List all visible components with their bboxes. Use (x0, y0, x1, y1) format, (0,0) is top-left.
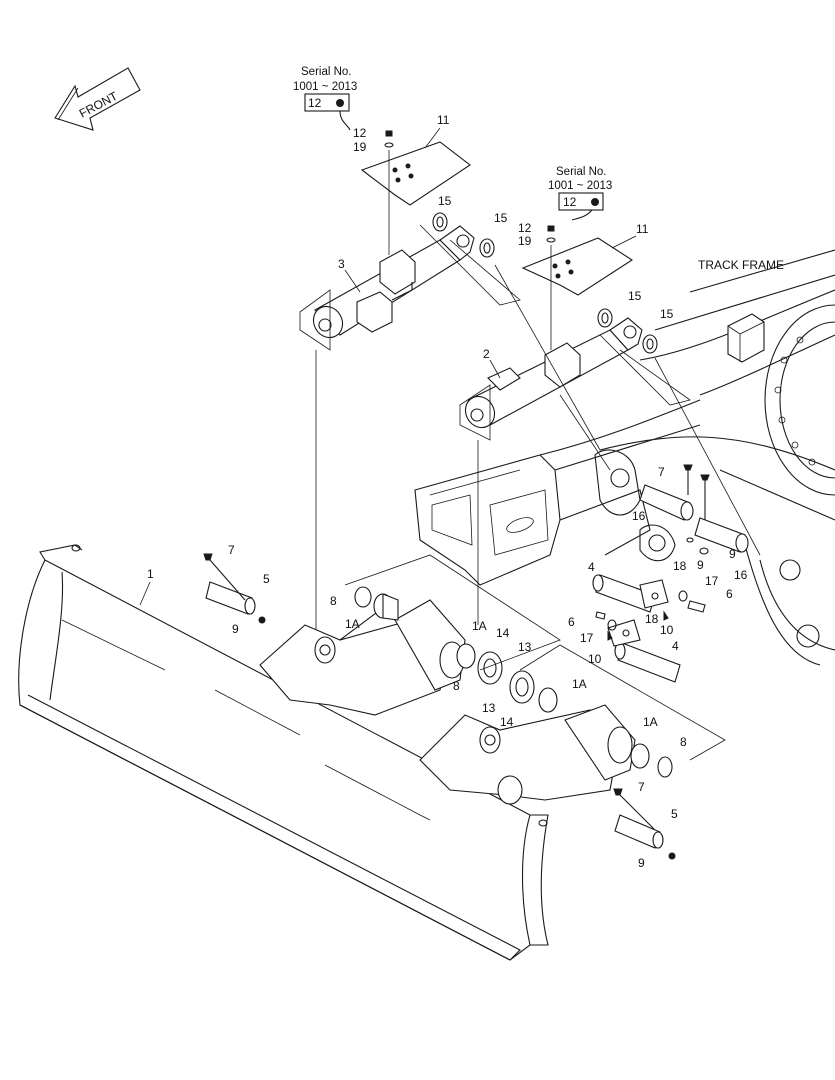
callout-2: 2 (483, 347, 490, 361)
serial-title-2: Serial No. (556, 166, 607, 178)
callouts: 1 2 3 11 11 12 19 12 19 15 15 15 15 7 5 … (139, 113, 748, 870)
callout-1a-d: 1A (643, 715, 658, 729)
bushings-shims (354, 586, 673, 778)
callout-4-b: 4 (672, 639, 679, 653)
serial-part-2: 12 (563, 195, 577, 209)
bolt-12-19-a (384, 130, 394, 255)
callout-6-a: 6 (726, 587, 733, 601)
callout-17-a: 17 (705, 574, 719, 588)
callout-1a-a: 1A (345, 617, 360, 631)
cover-plate-11b (521, 237, 634, 296)
callout-14-b: 14 (500, 715, 514, 729)
track-frame (599, 249, 835, 666)
callout-10-b: 10 (588, 652, 602, 666)
callout-14-a: 14 (496, 626, 510, 640)
serial-range-1: 1001 ~ 2013 (293, 81, 357, 93)
callout-8-a: 8 (330, 594, 337, 608)
serial-part-1: 12 (308, 96, 322, 110)
callout-3: 3 (338, 257, 345, 271)
seal-rings-15 (432, 212, 658, 354)
callout-15-b: 15 (494, 211, 508, 225)
serial-box-2 (558, 192, 604, 211)
pins-5 (203, 553, 676, 860)
bolt-icon (336, 99, 344, 107)
callout-7-a: 7 (228, 543, 235, 557)
frame-mount (414, 399, 701, 586)
callout-17-b: 17 (580, 631, 594, 645)
callout-5-a: 5 (263, 572, 270, 586)
callout-15-d: 15 (660, 307, 674, 321)
callout-12-a: 12 (353, 126, 367, 140)
serial-box-1 (304, 93, 350, 112)
assembly-outlines (344, 554, 726, 761)
callout-7-c: 7 (658, 465, 665, 479)
callout-7-b: 7 (638, 780, 645, 794)
bolt-icon (591, 198, 599, 206)
callout-11-a: 11 (437, 113, 450, 127)
callout-16-a: 16 (632, 509, 646, 523)
leader-lines (299, 224, 761, 640)
callout-9-c: 9 (697, 558, 704, 572)
callout-18-a: 18 (673, 559, 687, 573)
callout-15-c: 15 (628, 289, 642, 303)
hydraulic-cylinder-2 (464, 317, 643, 429)
callout-12-b: 12 (518, 221, 532, 235)
callout-4-a: 4 (588, 560, 595, 574)
callout-13-b: 13 (482, 701, 496, 715)
callout-19-b: 19 (518, 234, 532, 248)
callout-11-b: 11 (636, 222, 649, 236)
bolt-12-19-b (546, 225, 556, 350)
callout-18-b: 18 (645, 612, 659, 626)
front-arrow-icon (54, 67, 141, 131)
callout-1: 1 (147, 567, 154, 581)
hydraulic-cylinder-3 (312, 225, 475, 339)
callout-1a-b: 1A (472, 619, 487, 633)
callout-9-d: 9 (729, 547, 736, 561)
callout-19-a: 19 (353, 140, 367, 154)
push-arm-right (419, 704, 636, 805)
cover-plate-11a (360, 141, 471, 206)
dozer-blade (18, 544, 549, 961)
track-frame-label: TRACK FRAME (698, 258, 784, 272)
callout-15-a: 15 (438, 194, 452, 208)
serial-title-1: Serial No. (301, 66, 352, 78)
callout-6-b: 6 (568, 615, 575, 629)
callout-16-b: 16 (734, 568, 748, 582)
callout-5-b: 5 (671, 807, 678, 821)
push-arm-left (259, 599, 466, 716)
serial-range-2: 1001 ~ 2013 (548, 180, 612, 192)
callout-13-a: 13 (518, 640, 532, 654)
pins-4 (592, 574, 706, 683)
callout-1a-c: 1A (572, 677, 587, 691)
callout-9-a: 9 (232, 622, 239, 636)
callout-9-b: 9 (638, 856, 645, 870)
callout-8-b: 8 (453, 679, 460, 693)
callout-10-a: 10 (660, 623, 674, 637)
pins-16 (639, 464, 749, 555)
callout-8-c: 8 (680, 735, 687, 749)
